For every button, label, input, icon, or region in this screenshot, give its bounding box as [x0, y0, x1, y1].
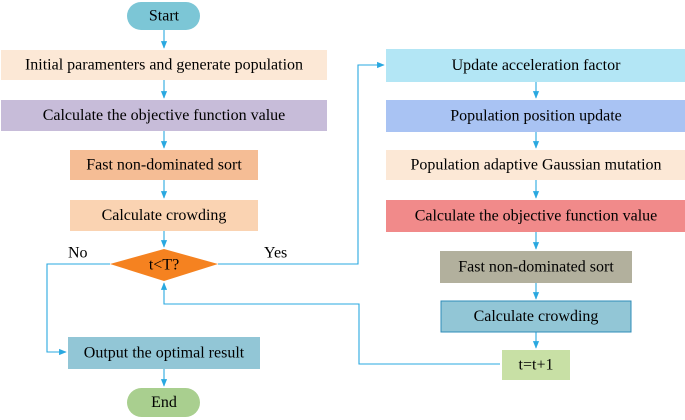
end-label: End — [151, 394, 177, 411]
position-update-label: Population position update — [450, 108, 622, 125]
calc-objective-left-box — [1, 100, 327, 131]
node-decision: t<T? — [110, 249, 218, 281]
node-calc-objective-left: Calculate the objective function value — [1, 100, 327, 131]
node-output: Output the optimal result — [68, 337, 260, 369]
edge-label-yes: Yes — [264, 245, 287, 262]
update-acceleration-box — [386, 49, 685, 82]
init-box — [1, 50, 327, 80]
init-label: Initial paramenters and generate populat… — [25, 57, 303, 74]
node-end: End — [127, 388, 200, 417]
update-acceleration-label: Update acceleration factor — [452, 57, 621, 74]
sort-right-box — [440, 251, 632, 283]
crowd-right-label: Calculate crowding — [474, 308, 599, 325]
node-init: Initial paramenters and generate populat… — [1, 50, 327, 80]
crowd-right-box — [440, 300, 632, 333]
node-crowd-right: Calculate crowding — [440, 300, 632, 333]
start-terminal — [127, 2, 200, 30]
crowd-left-box — [70, 200, 258, 231]
edge-increment-to-decision — [160, 282, 500, 365]
calc-objective-right-label: Calculate the objective function value — [415, 208, 658, 225]
output-box — [68, 337, 260, 369]
node-sort-right: Fast non-dominated sort — [440, 251, 632, 283]
increment-label: t=t+1 — [519, 357, 554, 374]
gaussian-mutation-label: Population adaptive Gaussian mutation — [410, 157, 661, 174]
sort-left-label: Fast non-dominated sort — [86, 157, 242, 174]
start-label: Start — [149, 8, 180, 25]
sort-right-label: Fast non-dominated sort — [458, 259, 614, 276]
edge-decision-no-to-output — [46, 263, 110, 356]
end-terminal — [127, 388, 200, 417]
decision-label: t<T? — [149, 257, 179, 274]
calc-objective-right-box — [386, 200, 685, 232]
connectors — [46, 30, 540, 387]
calc-objective-left-label: Calculate the objective function value — [43, 107, 286, 124]
crowd-left-label: Calculate crowding — [102, 207, 227, 224]
node-start: Start — [127, 2, 200, 30]
increment-box — [502, 350, 570, 380]
sort-left-box — [70, 150, 258, 180]
edge-label-no: No — [68, 245, 88, 262]
node-sort-left: Fast non-dominated sort — [70, 150, 258, 180]
position-update-box — [386, 100, 685, 132]
output-label: Output the optimal result — [84, 345, 245, 362]
decision-diamond — [110, 249, 218, 281]
node-gaussian-mutation: Population adaptive Gaussian mutation — [386, 150, 685, 180]
node-update-acceleration: Update acceleration factor — [386, 49, 685, 82]
node-crowd-left: Calculate crowding — [70, 200, 258, 231]
gaussian-mutation-box — [386, 150, 685, 180]
node-position-update: Population position update — [386, 100, 685, 132]
node-increment: t=t+1 — [502, 350, 570, 380]
edge-decision-yes-to-update — [218, 61, 385, 265]
node-calc-objective-right: Calculate the objective function value — [386, 200, 685, 232]
